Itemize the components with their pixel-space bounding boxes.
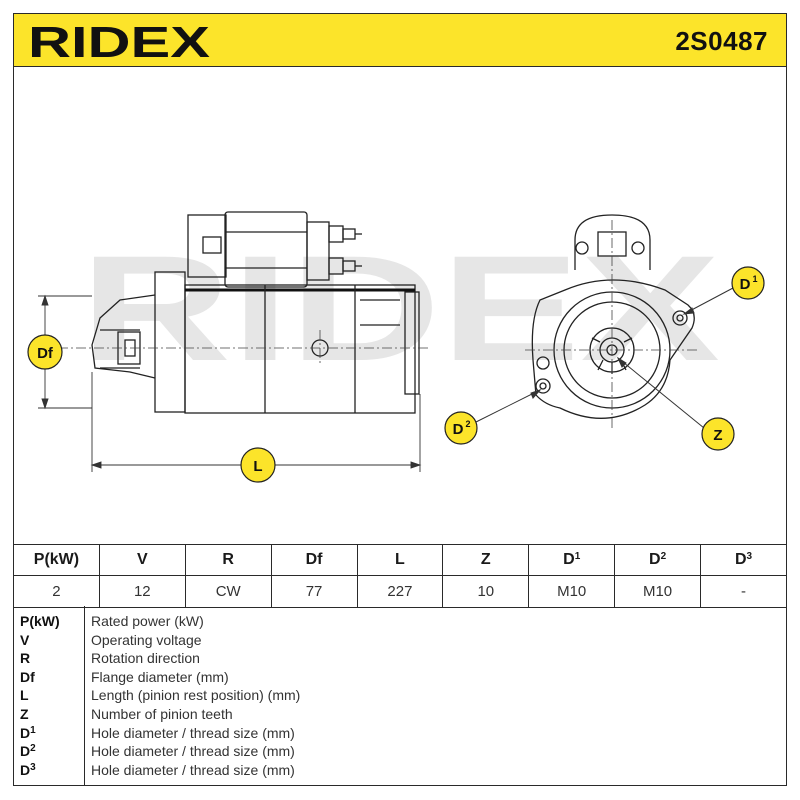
z-label: Z [701,417,735,451]
legend-row: D3 Hole diameter / thread size (mm) [14,762,788,781]
spec-value-l: 227 [356,575,444,608]
spec-header-r: R [184,544,272,576]
legend-row: Z Number of pinion teeth [14,706,788,725]
legend-row: D2 Hole diameter / thread size (mm) [14,743,788,762]
spec-header-label: P(kW) [33,551,80,568]
technical-drawing-frame [13,66,787,544]
legend-row: D1 Hole diameter / thread size (mm) [14,725,788,744]
z-label-text: Z [713,427,722,444]
legend-abbr-text: L [20,687,29,704]
legend-description: Length (pinion rest position) (mm) [91,687,301,704]
spec-header-l: L [356,544,444,576]
leader-z [616,356,705,429]
legend-row: R Rotation direction [14,650,788,669]
spec-header-index: 1 [574,551,581,562]
d1-label-text: D [740,276,751,293]
spec-value-r: CW [184,575,272,608]
legend-abbr-index: 3 [30,761,36,773]
legend-abbr-text: D [20,743,31,760]
centerlines [40,330,430,366]
legend-abbr: Z [20,706,29,722]
legend-row: L Length (pinion rest position) (mm) [14,687,788,706]
spec-header-index: 3 [746,551,753,562]
spec-header-v: V [98,544,186,576]
legend-abbr: D3 [20,762,36,778]
legend-description: Hole diameter / thread size (mm) [91,724,295,741]
spec-header-df: Df [270,544,358,576]
leader-d1 [682,287,734,315]
legend-abbr: V [20,632,29,648]
df-label-text: Df [37,345,54,362]
spec-header-label: D [734,551,747,568]
l-label-text: L [253,458,262,475]
technical-drawing: RIDEX [27,211,765,483]
spec-value-z: 10 [442,575,530,608]
spec-header-label: D [649,551,661,568]
spec-header-p: P(kW) [13,544,100,576]
spec-header-z: Z [442,544,530,576]
spec-header-label: R [222,551,234,568]
spec-header-label: V [136,551,148,568]
legend-abbr-text: R [20,650,31,667]
part-number: 2S0487 [675,26,768,56]
legend-abbr-index: 2 [30,743,36,755]
spec-header-label: L [395,551,405,568]
spec-header-d2: D2 [614,544,701,576]
legend-abbr-text: D [20,761,31,778]
dimension-l-label: L [240,447,276,483]
spec-value-d2: M10 [614,575,701,608]
spec-value-df: 77 [270,575,358,608]
d1-label-index: 1 [752,274,757,284]
header-band: RIDEX 2S0487 [13,13,787,67]
legend-divider [84,606,85,785]
brand-logo-text: RIDEX [28,20,210,62]
spec-header-index: 2 [660,551,667,562]
spec-header-label: D [563,551,575,568]
legend-description: Flange diameter (mm) [91,668,229,685]
d2-label-text: D [453,421,464,438]
d2-label: D 2 [444,411,478,445]
legend-abbr: R [20,650,30,666]
legend-abbr-index: 1 [30,724,36,736]
leader-d2 [475,388,542,423]
spec-header-d3: D3 [700,544,787,576]
legend-row: P(kW) Rated power (kW) [14,613,788,632]
legend-abbr: P(kW) [20,613,60,629]
front-centerlines [525,220,700,430]
legend-abbr: D1 [20,725,36,741]
brand-logo: RIDEX [28,20,210,62]
legend-abbr: D2 [20,743,36,759]
watermark: RIDEX [80,224,720,392]
d1-label: D 1 [731,266,765,300]
spec-value-p: 2 [13,575,100,608]
legend-description: Operating voltage [91,631,202,648]
legend-abbr-text: Z [20,706,29,722]
legend-description: Rated power (kW) [91,613,204,629]
d2-label-index: 2 [465,419,470,429]
spec-header-label: Df [305,551,323,568]
legend-abbr: Df [20,669,35,685]
legend-abbr: L [20,687,29,703]
legend-description: Number of pinion teeth [91,706,233,722]
legend-row: Df Flange diameter (mm) [14,669,788,688]
spec-header-label: Z [480,551,491,568]
dimension-df-label: Df [27,334,63,370]
legend-row: V Operating voltage [14,632,788,651]
legend-description: Hole diameter / thread size (mm) [91,761,295,778]
legend-abbr-text: D [20,724,31,741]
legend-abbr-text: Df [20,668,35,685]
legend-abbr-text: P(kW) [20,613,60,629]
spec-value-v: 12 [98,575,186,608]
spec-value-d3: - [700,575,787,608]
legend-abbr-text: V [20,631,30,648]
spec-value-d1: M10 [528,575,616,608]
legend-description: Hole diameter / thread size (mm) [91,743,295,760]
spec-header-d1: D1 [528,544,616,576]
legend-description: Rotation direction [91,650,200,667]
